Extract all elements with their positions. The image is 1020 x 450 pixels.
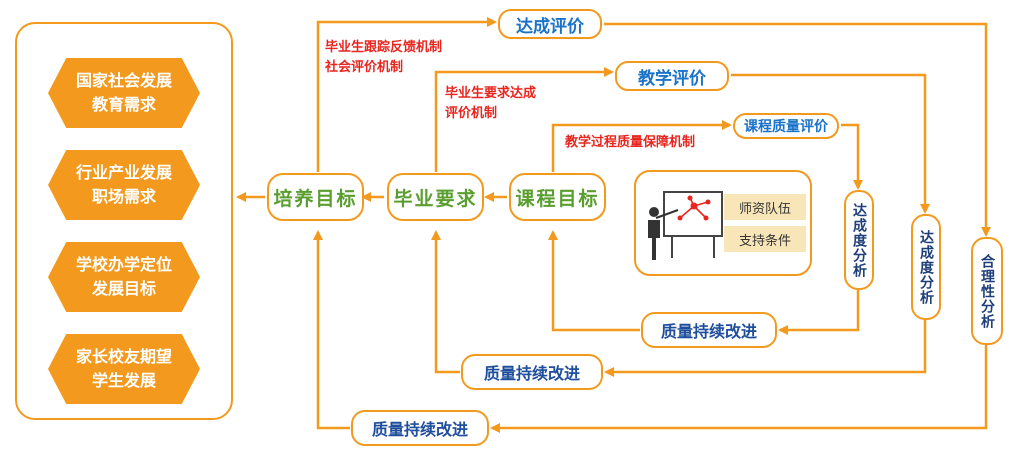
line-graduation-to-teaching-eval bbox=[434, 67, 614, 172]
support-box: 师资队伍 支持条件 bbox=[634, 170, 812, 276]
rationality-analysis-box: 合理性分析 bbox=[971, 237, 1003, 345]
need-hex-national: 国家社会发展 教育需求 bbox=[48, 58, 200, 128]
line-rationality-to-improve-3 bbox=[490, 345, 988, 433]
course-quality-eval-box: 课程质量评价 bbox=[733, 113, 839, 139]
mechanism-graduate-feedback: 毕业生跟踪反馈机制 社会评价机制 bbox=[325, 40, 443, 75]
line-achievement-eval-to-rationality bbox=[604, 22, 991, 237]
training-goal-box: 培养目标 bbox=[267, 173, 364, 221]
line-quality-eval-to-analysis bbox=[841, 123, 863, 190]
graduation-requirement-box: 毕业要求 bbox=[387, 173, 484, 221]
line-analysis-to-improve-2 bbox=[604, 320, 927, 377]
improvement-box-course: 质量持续改进 bbox=[641, 312, 777, 348]
line-course-to-quality-eval bbox=[551, 120, 732, 172]
need-hex-parents: 家长校友期望 学生发展 bbox=[48, 334, 200, 404]
needs-panel bbox=[15, 22, 233, 420]
achievement-analysis-box-1: 达成度分析 bbox=[844, 190, 874, 290]
improvement-box-graduation: 质量持续改进 bbox=[461, 354, 603, 390]
course-goal-box: 课程目标 bbox=[509, 173, 606, 221]
faculty-tag: 师资队伍 bbox=[724, 194, 806, 220]
conditions-tag: 支持条件 bbox=[724, 226, 806, 252]
line-improve-1-to-course bbox=[548, 230, 640, 332]
achievement-analysis-box-2: 达成度分析 bbox=[911, 214, 941, 320]
line-improve-2-to-graduation bbox=[431, 230, 460, 374]
improvement-box-training: 质量持续改进 bbox=[351, 410, 489, 446]
line-training-to-achievement-eval bbox=[316, 17, 497, 172]
mechanism-graduation-requirement: 毕业生要求达成 评价机制 bbox=[445, 86, 537, 121]
teacher-board-icon bbox=[648, 191, 723, 260]
need-hex-industry: 行业产业发展 职场需求 bbox=[48, 150, 200, 220]
achievement-eval-box: 达成评价 bbox=[498, 9, 602, 39]
mechanism-teaching-process: 教学过程质量保障机制 bbox=[565, 135, 696, 150]
line-teaching-eval-to-analysis bbox=[731, 73, 930, 214]
need-hex-school: 学校办学定位 发展目标 bbox=[48, 242, 200, 312]
teaching-eval-box: 教学评价 bbox=[615, 61, 729, 91]
line-analysis-to-improve-1 bbox=[778, 290, 860, 335]
line-improve-3-to-training bbox=[313, 230, 350, 430]
